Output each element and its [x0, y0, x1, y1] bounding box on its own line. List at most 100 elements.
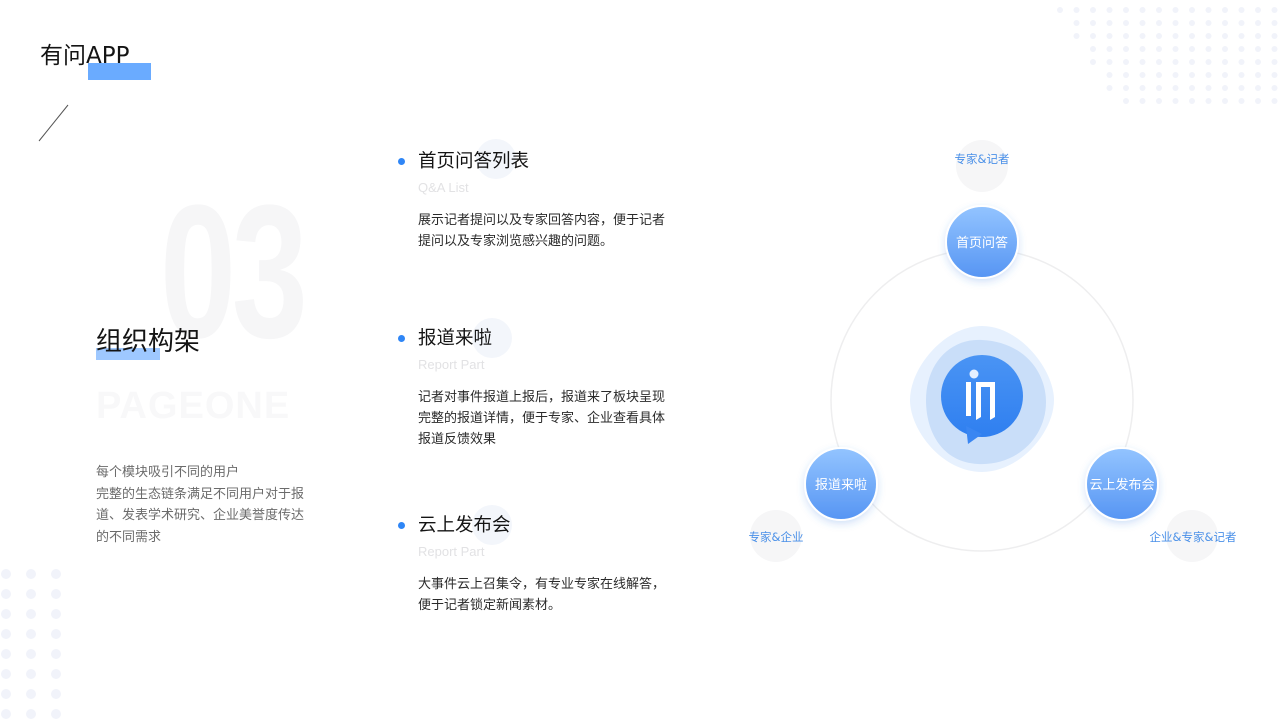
decor-dot: [1139, 33, 1146, 39]
decor-dot: [1139, 72, 1146, 78]
decor-dot: [1255, 33, 1261, 39]
decor-dot: [1255, 46, 1261, 52]
decor-dot: [1255, 7, 1261, 13]
decor-dot: [1189, 46, 1195, 52]
decor-dot: [1205, 46, 1212, 52]
feature-subtitle: Report Part: [418, 544, 485, 559]
decor-dot: [1238, 46, 1245, 52]
decor-dot: [1156, 85, 1162, 91]
bullet-dot-icon: [398, 158, 405, 165]
feature-description: 记者对事件报道上报后，报道来了板块呈现 完整的报道详情，便于专家、企业查看具体 …: [418, 387, 688, 450]
decor-dot: [1172, 33, 1179, 39]
bullet-dot-icon: [398, 335, 405, 342]
decor-dot: [1172, 7, 1179, 13]
decor-dot: [1172, 72, 1179, 78]
decor-dot: [1139, 46, 1146, 52]
decor-dot: [26, 589, 36, 599]
feature-description-line: 大事件云上召集令，有专业专家在线解答，: [418, 577, 666, 592]
node-launch[interactable]: [1085, 447, 1159, 521]
decor-dot: [1238, 72, 1245, 78]
decor-dot: [1238, 7, 1245, 13]
title-highlight-bar: [88, 63, 151, 80]
audience-label-launch: 企业&专家&记者: [1150, 530, 1237, 544]
section-number-watermark: 03: [160, 166, 308, 378]
decor-dot: [1090, 59, 1096, 65]
decor-dot: [1271, 46, 1278, 52]
feature-description: 展示记者提问以及专家回答内容，便于记者 提问以及专家浏览感兴趣的问题。: [418, 210, 688, 252]
decor-dot: [1156, 59, 1162, 65]
node-label-report: 报道来啦: [815, 478, 867, 493]
decor-dot: [51, 589, 61, 599]
decor-dot: [1073, 33, 1080, 39]
decor-dot: [1156, 7, 1162, 13]
decor-dot: [1106, 7, 1113, 13]
decor-dot: [1123, 33, 1129, 39]
node-qa[interactable]: [945, 205, 1019, 279]
node-report[interactable]: [804, 447, 878, 521]
app-logo-icon: [910, 326, 1054, 472]
decor-dot: [1139, 59, 1146, 65]
decor-dot: [1, 629, 11, 639]
decor-dot: [1255, 98, 1261, 104]
dot-pattern-bottom-left: [1, 569, 61, 719]
feature-description-line: 便于记者锁定新闻素材。: [418, 598, 562, 613]
decor-dot: [1222, 7, 1228, 13]
decor-dot: [1123, 59, 1129, 65]
decor-dot: [1238, 98, 1245, 104]
decor-dot: [1189, 59, 1195, 65]
decor-dot: [1172, 46, 1179, 52]
decor-dot: [1106, 59, 1113, 65]
decor-dot: [1222, 33, 1228, 39]
app-title: 有问APP: [40, 43, 130, 69]
app-title-block: 有问APP: [40, 40, 151, 80]
decor-dot: [1106, 72, 1113, 78]
decor-dot: [1189, 98, 1195, 104]
feature-cloud-launch: 云上发布会 Report Part 大事件云上召集令，有专业专家在线解答， 便于…: [398, 505, 688, 616]
decor-dot: [1, 689, 11, 699]
decor-dot: [1, 709, 11, 719]
decor-dot: [26, 669, 36, 679]
decor-dot: [1090, 20, 1096, 26]
feature-bg-circle: [476, 139, 516, 179]
decor-dot: [26, 709, 36, 719]
decor-dot: [1139, 20, 1146, 26]
decor-dot: [1205, 33, 1212, 39]
decor-dot: [1222, 59, 1228, 65]
decor-dot: [1, 569, 11, 579]
decor-dot: [1123, 20, 1129, 26]
decor-dot: [1271, 7, 1278, 13]
decor-dot: [1090, 46, 1096, 52]
decor-dot: [1057, 7, 1063, 13]
feature-title: 云上发布会: [418, 515, 511, 536]
decor-dot: [51, 689, 61, 699]
bullet-dot-icon: [398, 522, 405, 529]
decor-dot: [51, 569, 61, 579]
decor-dot: [1222, 98, 1228, 104]
node-label-qa: 首页问答: [956, 235, 1008, 251]
decor-dot: [1106, 85, 1113, 91]
decor-dot: [1123, 85, 1129, 91]
decor-dot: [1172, 98, 1179, 104]
decor-dot: [1123, 72, 1129, 78]
decor-dot: [1123, 46, 1129, 52]
decor-dot: [1123, 7, 1129, 13]
decor-dot: [1205, 7, 1212, 13]
audience-label-qa: 专家&记者: [955, 152, 1010, 166]
org-diagram: 专家&记者 首页问答 专家&企业 报道来啦 企业&专家&记者 云上发布会: [749, 140, 1237, 562]
decor-dot: [1189, 7, 1195, 13]
audience-bubble: [956, 140, 1008, 192]
feature-qa-list: 首页问答列表 Q&A List 展示记者提问以及专家回答内容，便于记者 提问以及…: [398, 139, 688, 252]
decor-dot: [51, 629, 61, 639]
decor-dot: [1, 609, 11, 619]
decor-dot: [1189, 20, 1195, 26]
feature-title: 首页问答列表: [418, 151, 530, 172]
decor-dot: [1106, 46, 1113, 52]
section-description: 每个模块吸引不同的用户 完整的生态链条满足不同用户对于报 道、发表学术研究、企业…: [96, 462, 316, 548]
decor-dot: [1255, 59, 1261, 65]
decor-dot: [26, 569, 36, 579]
decor-dot: [1238, 33, 1245, 39]
feature-bg-circle: [472, 318, 512, 358]
decor-dot: [1073, 20, 1080, 26]
node-label-launch: 云上发布会: [1089, 477, 1154, 493]
decor-dot: [1139, 85, 1146, 91]
